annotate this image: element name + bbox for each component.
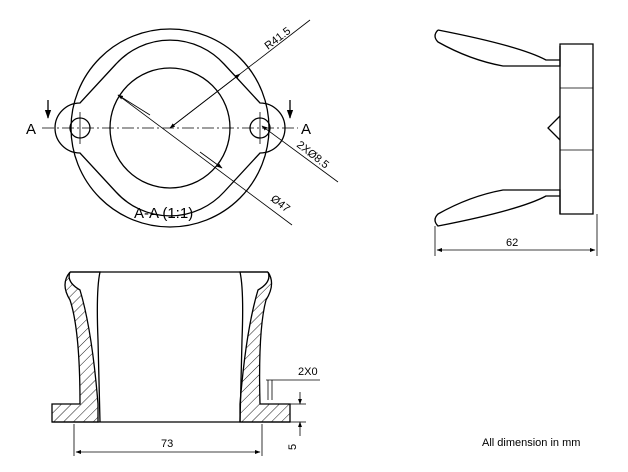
section-marker-right: A bbox=[301, 121, 311, 138]
holes-leader bbox=[261, 125, 339, 183]
section-wall-left-inner bbox=[70, 271, 101, 423]
radius-label: R41.5 bbox=[263, 25, 294, 52]
side-notch bbox=[547, 115, 561, 141]
section-wall-left bbox=[51, 271, 99, 423]
bore-arrow-b bbox=[199, 151, 223, 169]
section-title: A-A (1:1) bbox=[134, 205, 193, 222]
side-view: 62 bbox=[434, 29, 598, 256]
length-label: 62 bbox=[506, 237, 518, 249]
bore-leader bbox=[117, 94, 293, 226]
section-view: 73 2X0 5 bbox=[51, 271, 320, 456]
section-marker-left: A bbox=[26, 121, 36, 138]
section-wall-right-inner bbox=[239, 271, 268, 423]
thickness-label: 5 bbox=[287, 444, 299, 450]
side-profile bbox=[434, 29, 594, 227]
flange-outline bbox=[54, 39, 286, 217]
bore-label: Ø47 bbox=[268, 193, 292, 215]
section-wall-right bbox=[239, 271, 291, 423]
bore-arrow-a bbox=[117, 94, 151, 116]
units-note: All dimension in mm bbox=[482, 437, 580, 449]
radius-arrow bbox=[169, 73, 241, 129]
chamfer-label: 2X0 bbox=[298, 366, 318, 378]
width-label: 73 bbox=[161, 438, 173, 450]
top-view: A A R41.5 2XØ8.5 Ø47 A-A (1:1) bbox=[26, 19, 339, 228]
holes-label: 2XØ8.5 bbox=[294, 139, 331, 171]
